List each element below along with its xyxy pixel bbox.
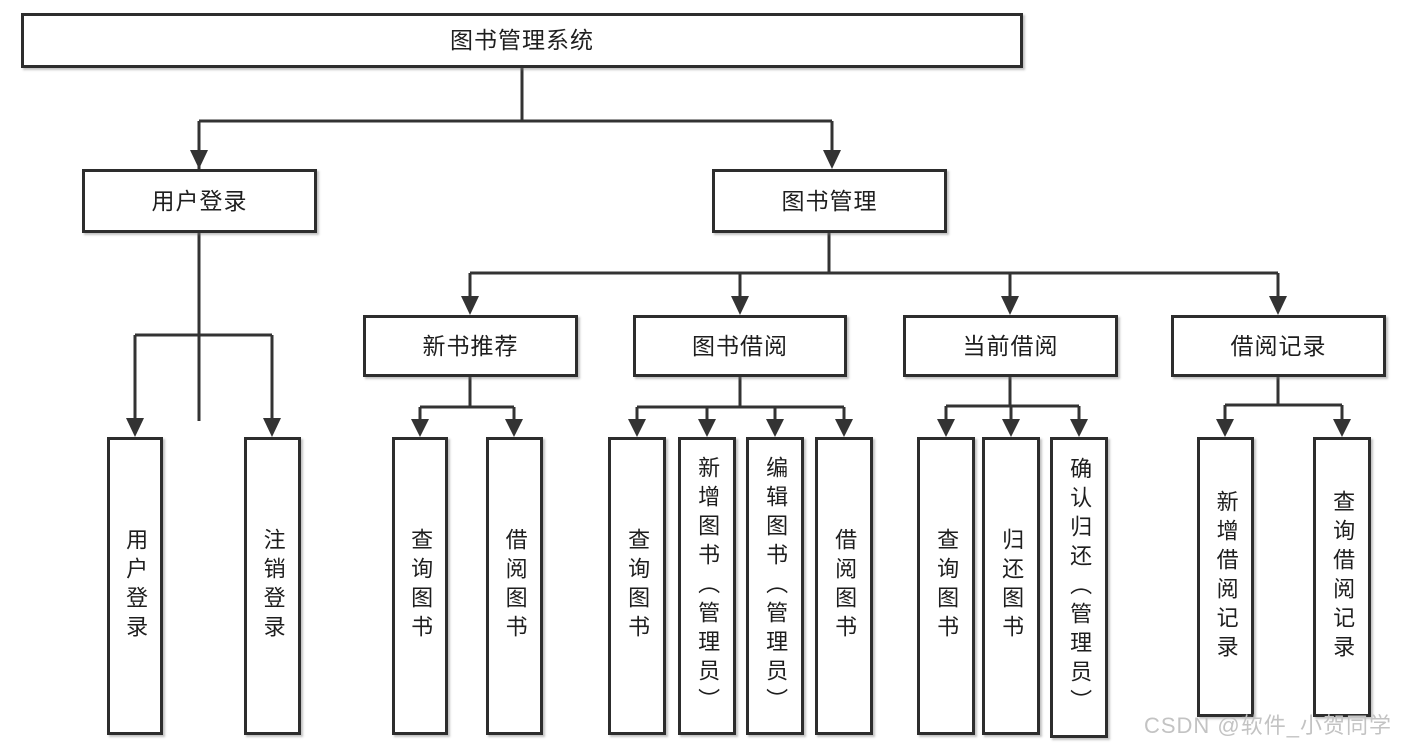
connector-currentborrow-to-leaves xyxy=(937,377,1088,437)
leaf-bookborrow-query-books-label: 查询图书 xyxy=(625,528,651,644)
leaf-newbookrec-borrow-books-label: 借阅图书 xyxy=(502,528,528,644)
leaf-bookborrow-edit-books-admin: 编辑图书（管理员） xyxy=(746,437,804,735)
leaf-bookborrow-add-books-admin: 新增图书（管理员） xyxy=(678,437,736,735)
node-book-borrow-label: 图书借阅 xyxy=(692,332,788,359)
leaf-records-add-borrow-record: 新增借阅记录 xyxy=(1197,437,1254,717)
leaf-records-query-borrow-record: 查询借阅记录 xyxy=(1313,437,1371,717)
leaf-bookborrow-add-books-admin-label: 新增图书（管理员） xyxy=(695,455,721,717)
connector-bookborrow-to-leaves xyxy=(628,377,853,437)
node-book-management: 图书管理 xyxy=(712,169,947,233)
leaf-records-query-borrow-record-label: 查询借阅记录 xyxy=(1330,490,1356,664)
node-book-borrow: 图书借阅 xyxy=(633,315,847,377)
node-root-label: 图书管理系统 xyxy=(450,27,594,53)
leaf-newbookrec-borrow-books: 借阅图书 xyxy=(486,437,543,735)
connector-newbookrec-to-leaves xyxy=(411,377,523,437)
leaf-currentborrow-query-books-label: 查询图书 xyxy=(934,528,960,644)
leaf-newbookrec-query-books: 查询图书 xyxy=(392,437,448,735)
leaf-user-login: 用户登录 xyxy=(107,437,163,735)
node-new-book-recommend-label: 新书推荐 xyxy=(422,332,519,359)
node-user-login: 用户登录 xyxy=(82,169,317,233)
leaf-currentborrow-confirm-return-admin: 确认归还（管理员） xyxy=(1050,437,1108,738)
node-root: 图书管理系统 xyxy=(21,13,1023,68)
connector-root-to-level2 xyxy=(190,68,841,421)
node-borrow-records-label: 借阅记录 xyxy=(1230,332,1327,359)
connector-bookmgmt-to-level3 xyxy=(461,233,1287,315)
leaf-logout-label: 注销登录 xyxy=(260,528,286,644)
leaf-records-add-borrow-record-label: 新增借阅记录 xyxy=(1213,490,1239,664)
leaf-bookborrow-borrow-books: 借阅图书 xyxy=(815,437,873,735)
node-borrow-records: 借阅记录 xyxy=(1171,315,1386,377)
csdn-watermark: CSDN @软件_小贺同学 xyxy=(1143,713,1392,738)
leaf-bookborrow-edit-books-admin-label: 编辑图书（管理员） xyxy=(763,455,789,717)
leaf-logout: 注销登录 xyxy=(244,437,301,735)
leaf-bookborrow-query-books: 查询图书 xyxy=(608,437,666,735)
node-book-management-label: 图书管理 xyxy=(781,187,878,214)
leaf-currentborrow-return-books-label: 归还图书 xyxy=(999,528,1025,644)
leaf-user-login-label: 用户登录 xyxy=(123,528,149,644)
connector-borrowrecords-to-leaves xyxy=(1216,377,1351,437)
node-current-borrow-label: 当前借阅 xyxy=(962,332,1059,359)
leaf-currentborrow-query-books: 查询图书 xyxy=(917,437,975,735)
connector-userlogin-to-leaves xyxy=(126,233,281,437)
leaf-currentborrow-return-books: 归还图书 xyxy=(982,437,1040,735)
leaf-newbookrec-query-books-label: 查询图书 xyxy=(408,528,434,644)
leaf-bookborrow-borrow-books-label: 借阅图书 xyxy=(832,528,858,644)
node-new-book-recommend: 新书推荐 xyxy=(363,315,578,377)
leaf-currentborrow-confirm-return-admin-label: 确认归还（管理员） xyxy=(1067,457,1093,718)
node-user-login-label: 用户登录 xyxy=(151,187,248,214)
node-current-borrow: 当前借阅 xyxy=(903,315,1118,377)
